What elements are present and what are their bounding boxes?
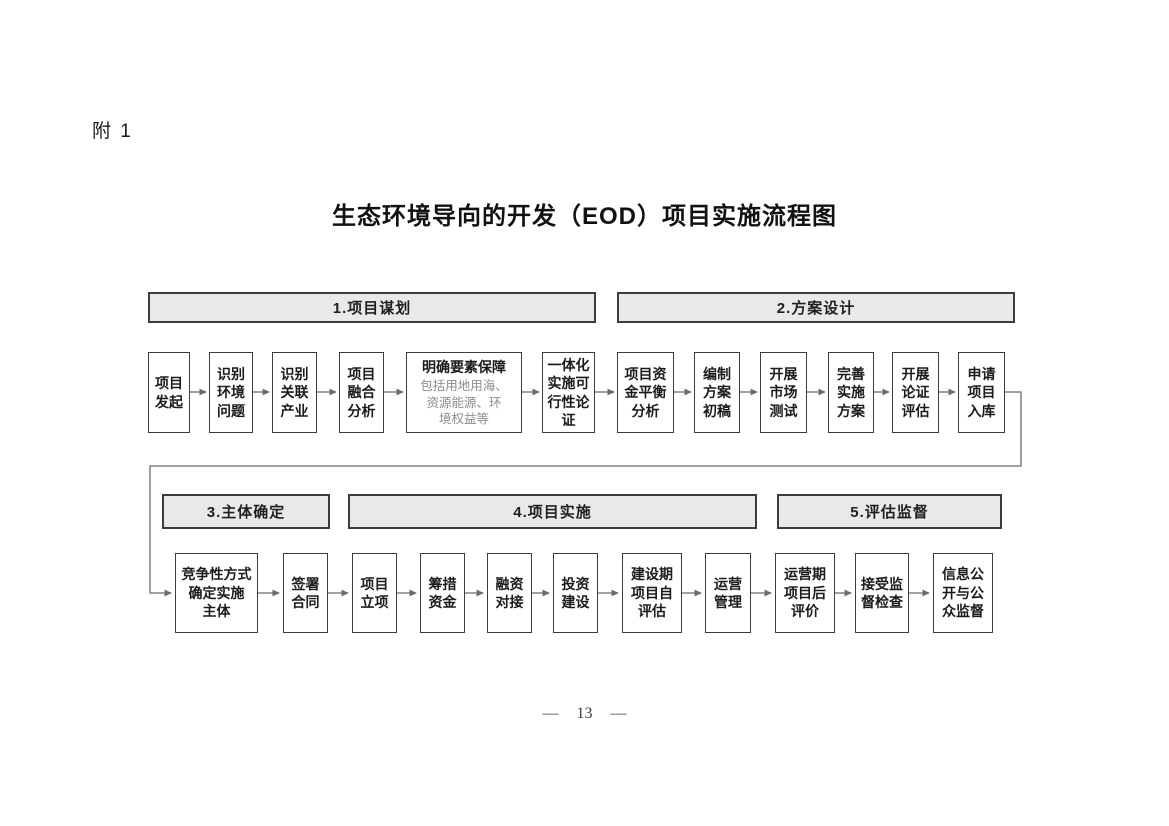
flow-step-label: 签署 合同	[291, 575, 320, 610]
flow-step-label: 运营 管理	[714, 575, 742, 610]
flow-step-note: 包括用地用海、 资源能源、环 境权益等	[420, 379, 508, 426]
flow-step-label: 项目资 金平衡 分析	[624, 365, 667, 419]
flow-step-label: 识别 环境 问题	[217, 365, 245, 419]
flow-step-label: 完善 实施 方案	[837, 365, 865, 419]
attachment-label: 附 1	[92, 121, 133, 142]
flow-step-label: 项目 融合 分析	[347, 365, 376, 419]
flow-step-investment-construction: 投资 建设	[553, 553, 598, 633]
stage-header-evaluation-supervision: 5.评估监督	[777, 494, 1002, 529]
flow-step-label: 明确要素保障	[422, 358, 506, 375]
flow-step-label: 开展 论证 评估	[901, 365, 930, 419]
flow-step-project-initiation: 项目 发起	[148, 352, 190, 433]
stage-header-project-implementation: 4.项目实施	[348, 494, 757, 529]
flow-step-identify-env-issues: 识别 环境 问题	[209, 352, 253, 433]
flow-step-label: 项目 立项	[360, 575, 389, 610]
flow-step-improve-scheme: 完善 实施 方案	[828, 352, 874, 433]
flow-step-raise-funds: 筹措 资金	[420, 553, 465, 633]
flow-step-label: 识别 关联 产业	[280, 365, 309, 419]
flow-step-market-test: 开展 市场 测试	[760, 352, 807, 433]
flow-step-competitive-entity-selection: 竞争性方式 确定实施 主体	[175, 553, 258, 633]
page-number: — 13 —	[542, 705, 627, 722]
flow-step-information-disclosure: 信息公 开与公 众监督	[933, 553, 993, 633]
flow-step-post-operation-evaluation: 运营期 项目后 评价	[775, 553, 835, 633]
flow-step-label: 信息公 开与公 众监督	[942, 566, 984, 620]
flow-step-label: 开展 市场 测试	[769, 365, 798, 419]
flow-step-integrated-feasibility: 一体化 实施可 行性论 证	[542, 352, 595, 433]
flow-step-label: 投资 建设	[561, 575, 590, 610]
flow-step-label: 运营期 项目后 评价	[784, 566, 826, 620]
flow-step-apply-project-library: 申请 项目 入库	[958, 352, 1005, 433]
flow-step-review-evaluation: 开展 论证 评估	[892, 352, 939, 433]
flow-step-identify-related-industries: 识别 关联 产业	[272, 352, 317, 433]
flow-step-label: 申请 项目 入库	[967, 365, 996, 419]
flow-step-construction-self-assessment: 建设期 项目自 评估	[622, 553, 682, 633]
flow-step-label: 竞争性方式 确定实施 主体	[181, 566, 252, 620]
flow-step-label: 筹措 资金	[428, 575, 457, 610]
flow-step-accept-supervision: 接受监 督检查	[855, 553, 909, 633]
flow-step-financing-connection: 融资 对接	[487, 553, 532, 633]
flow-step-label: 接受监 督检查	[861, 575, 903, 610]
flow-step-sign-contract: 签署 合同	[283, 553, 328, 633]
page-title: 生态环境导向的开发（EOD）项目实施流程图	[331, 203, 837, 230]
flow-step-label: 一体化 实施可 行性论 证	[547, 356, 590, 428]
flow-step-fund-balance-analysis: 项目资 金平衡 分析	[617, 352, 674, 433]
flow-step-label: 建设期 项目自 评估	[631, 566, 673, 620]
flow-step-operation-management: 运营 管理	[705, 553, 751, 633]
flow-step-element-guarantee: 明确要素保障 包括用地用海、 资源能源、环 境权益等	[406, 352, 522, 433]
flow-step-integration-analysis: 项目 融合 分析	[339, 352, 384, 433]
stage-header-entity-determination: 3.主体确定	[162, 494, 330, 529]
stage-header-scheme-design: 2.方案设计	[617, 292, 1015, 323]
flow-step-draft-scheme: 编制 方案 初稿	[694, 352, 740, 433]
stage-header-project-planning: 1.项目谋划	[148, 292, 596, 323]
flow-step-label: 融资 对接	[495, 575, 524, 610]
flow-step-project-approval: 项目 立项	[352, 553, 397, 633]
flow-step-label: 项目 发起	[155, 375, 183, 410]
flow-step-label: 编制 方案 初稿	[703, 365, 731, 419]
